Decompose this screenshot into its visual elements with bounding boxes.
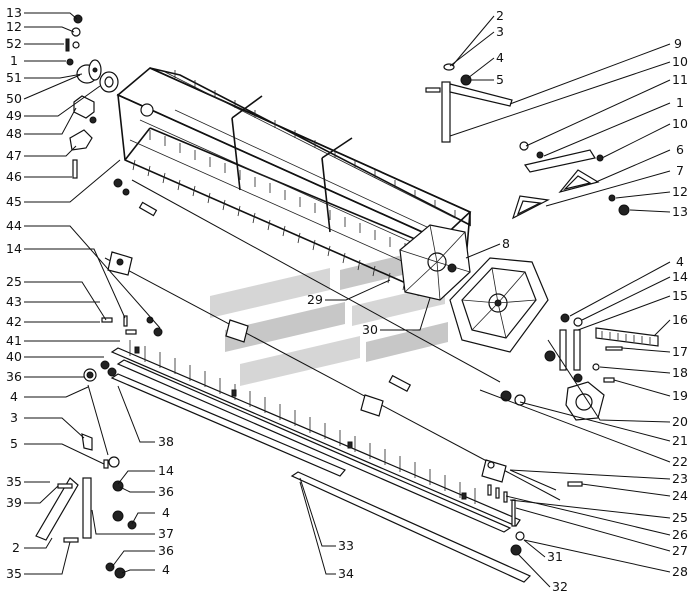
callout-36-lower-b: 36 [158,543,174,558]
callout-44: 44 [6,218,22,233]
callout-48: 48 [6,126,22,141]
upper-right-parts [425,63,630,220]
callout-38: 38 [158,434,174,449]
callout-33: 33 [338,538,354,553]
callout-22: 22 [672,454,688,469]
callout-2-left: 2 [12,540,20,555]
callout-10-upper: 10 [672,54,688,69]
callout-13-right: 13 [672,204,688,219]
callout-12-right: 12 [672,184,688,199]
callout-41: 41 [6,333,22,348]
callout-37: 37 [158,526,174,541]
spider-and-bracket [449,257,659,421]
callout-1-right: 1 [676,95,684,110]
callout-9: 9 [674,36,682,51]
callout-3-top: 3 [496,24,504,39]
callout-45: 45 [6,194,22,209]
callout-36-left: 36 [6,369,22,384]
callout-26: 26 [672,527,688,542]
callout-28: 28 [672,564,688,579]
callout-14-left: 14 [6,241,22,256]
callout-17: 17 [672,344,688,359]
callout-8: 8 [502,236,510,251]
callout-4-left: 4 [10,389,18,404]
watermark-bar-6 [366,322,448,362]
callout-31: 31 [547,549,563,564]
callout-30: 30 [362,322,378,337]
callout-13-left: 13 [6,5,22,20]
callout-7: 7 [676,163,684,178]
callout-4-lower-a: 4 [162,505,170,520]
callout-47: 47 [6,148,22,163]
callout-49: 49 [6,108,22,123]
callout-12-left: 12 [6,19,22,34]
callout-40: 40 [6,349,22,364]
leader-lines [23,12,671,588]
callout-11: 11 [672,72,688,87]
callout-35-upper: 35 [6,474,22,489]
callout-4-lower-b: 4 [162,562,170,577]
callout-4-top: 4 [496,50,504,65]
callout-24: 24 [672,488,688,503]
callout-36-lower-a: 36 [158,484,174,499]
callout-14-right: 14 [672,269,688,284]
watermark-bar-1 [210,268,330,318]
watermark-bar-3 [240,336,360,386]
cutter-bar-assembly [110,340,532,583]
left-hub-parts [65,14,119,179]
callout-39: 39 [6,495,22,510]
callout-1-left: 1 [10,53,18,68]
reel-cage [116,67,472,301]
callout-51: 51 [6,70,22,85]
callout-19: 19 [672,388,688,403]
callout-5-top: 5 [496,72,504,87]
callout-2-top: 2 [496,8,504,23]
callout-27: 27 [672,543,688,558]
callout-29: 29 [307,292,323,307]
callout-46: 46 [6,169,22,184]
callout-43: 43 [6,294,22,309]
watermark-bar-2 [225,302,345,352]
callout-52: 52 [6,36,22,51]
callout-21: 21 [672,433,688,448]
callout-50: 50 [6,91,22,106]
callout-4-right: 4 [676,254,684,269]
callout-32: 32 [552,579,568,593]
callout-16: 16 [672,312,688,327]
callout-3-left: 3 [10,410,18,425]
callout-23: 23 [672,471,688,486]
callout-10-lower: 10 [672,116,688,131]
callout-42: 42 [6,314,22,329]
callout-34: 34 [338,566,354,581]
right-lower-parts [487,469,583,556]
callout-14-lower: 14 [158,463,174,478]
callout-labels: 13 12 52 1 51 50 49 48 47 46 45 44 14 25… [6,5,688,593]
callout-18: 18 [672,365,688,380]
callout-25-left: 25 [6,274,22,289]
callout-15: 15 [672,288,688,303]
callout-6: 6 [676,142,684,157]
callout-25-right: 25 [672,510,688,525]
callout-35-lower: 35 [6,566,22,581]
callout-20: 20 [672,414,688,429]
left-lower-parts [35,315,137,579]
callout-5-left: 5 [10,436,18,451]
